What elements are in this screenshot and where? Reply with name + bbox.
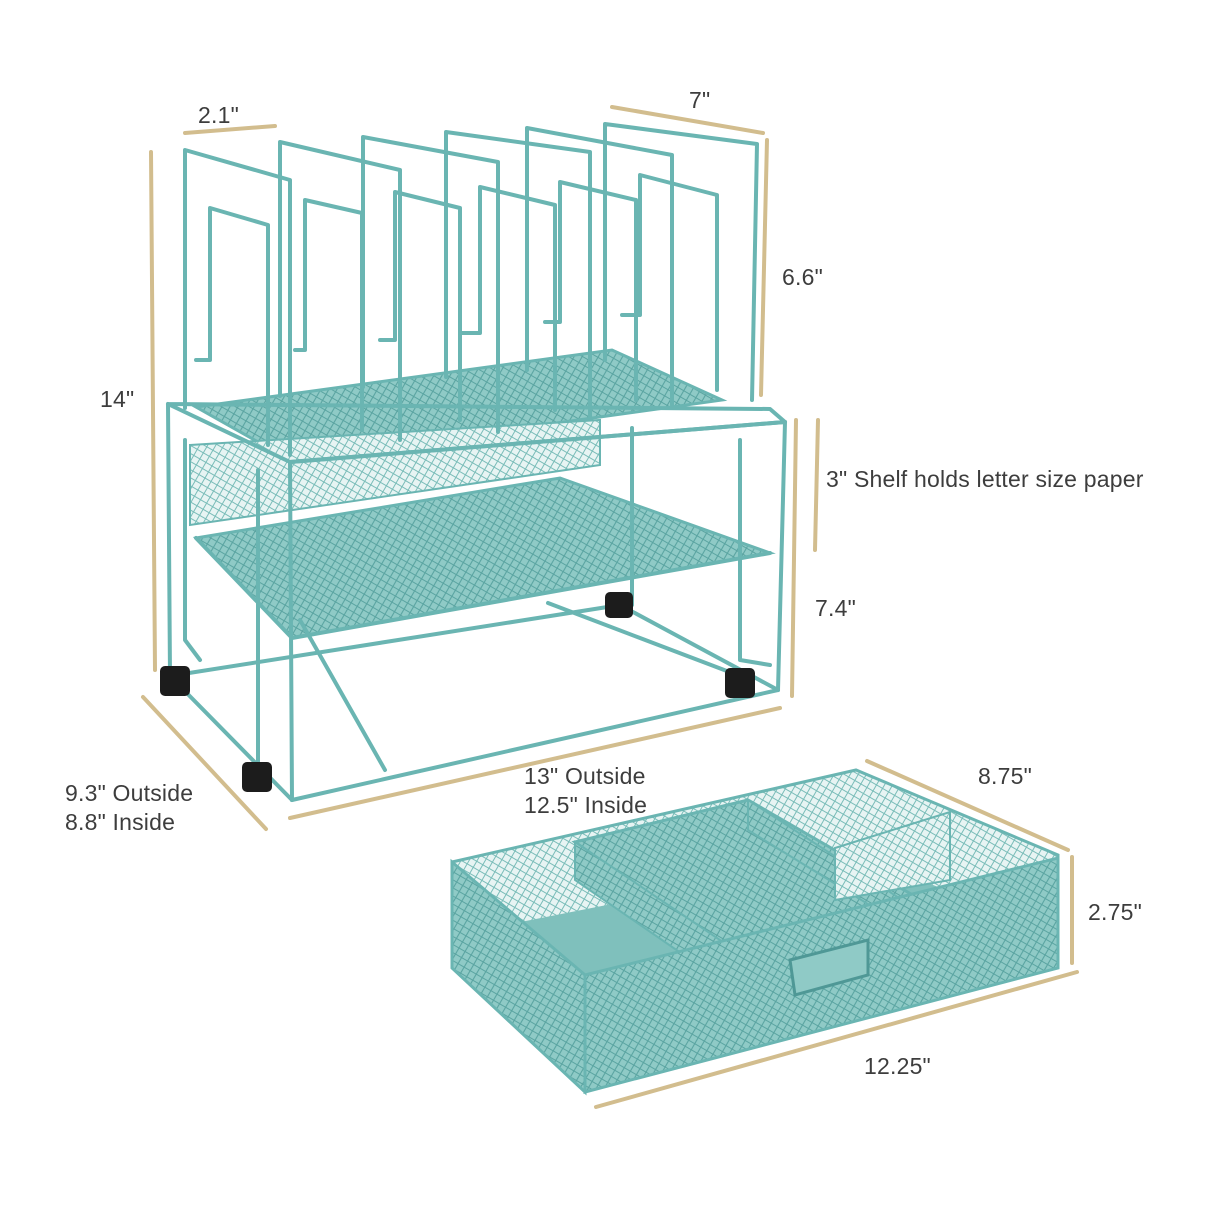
foot-front-right — [725, 668, 755, 698]
label-sorter-height: 6.6" — [782, 263, 823, 292]
label-total-height: 14" — [100, 385, 134, 414]
label-drawer-depth: 8.75" — [978, 762, 1032, 791]
dim-line-width — [288, 706, 782, 820]
shelf-unit — [160, 122, 787, 802]
label-sorter-height-text: 6.6" — [782, 264, 823, 290]
shelf-frame — [166, 402, 787, 802]
label-drawer-height-text: 2.75" — [1088, 899, 1142, 925]
rubber-feet — [160, 592, 755, 792]
label-drawer-depth-text: 8.75" — [978, 763, 1032, 789]
vertical-sorters — [183, 122, 759, 457]
label-total-height-text: 14" — [100, 386, 135, 412]
label-shelf-height: 7.4" — [815, 594, 856, 623]
dim-line-sorter-depth — [610, 105, 765, 135]
mesh-drawer — [450, 768, 1060, 1096]
label-depth: 9.3" Outside 8.8" Inside — [65, 779, 193, 837]
foot-back-left — [160, 666, 190, 696]
drawer-handle — [788, 938, 870, 997]
drawer-divider-c — [834, 810, 951, 902]
dimension-lines — [141, 105, 1079, 1109]
label-width: 13" Outside 12.5" Inside — [524, 762, 647, 820]
label-depth-outside: 9.3" Outside — [65, 780, 194, 806]
foot-back-right — [605, 592, 633, 618]
label-depth-inside: 8.8" Inside — [65, 809, 176, 835]
label-shelf-clearance-text: 3" Shelf holds letter size paper — [826, 466, 1144, 492]
label-slot-width-text: 2.1" — [198, 102, 239, 128]
label-shelf-height-text: 7.4" — [815, 595, 856, 621]
label-width-inside: 12.5" Inside — [524, 792, 648, 818]
dim-line-drawer-depth — [865, 759, 1070, 852]
label-drawer-width-text: 12.25" — [864, 1053, 931, 1079]
dim-line-depth — [141, 695, 268, 831]
label-slot-width: 2.1" — [198, 101, 239, 130]
label-sorter-depth: 7" — [689, 86, 710, 115]
label-shelf-clearance: 3" Shelf holds letter size paper — [826, 465, 1144, 494]
dim-line-drawer-width — [594, 970, 1079, 1109]
foot-front-left — [242, 762, 272, 792]
label-drawer-width: 12.25" — [864, 1052, 931, 1081]
label-sorter-depth-text: 7" — [689, 87, 711, 113]
dim-line-slot-width — [183, 124, 277, 135]
dim-line-sorter-height — [759, 138, 769, 397]
dim-line-total-height — [149, 150, 157, 672]
label-width-outside: 13" Outside — [524, 763, 646, 789]
dim-line-shelf-height — [790, 418, 798, 698]
label-drawer-height: 2.75" — [1088, 898, 1142, 927]
dim-line-shelf-clearance — [813, 418, 820, 552]
